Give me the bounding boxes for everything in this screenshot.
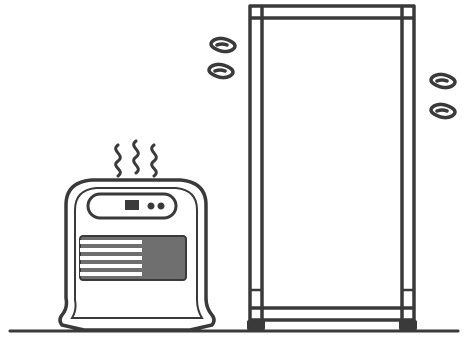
- heat-waves-icon: [116, 141, 157, 176]
- cabinet-panel: [262, 18, 402, 308]
- condensation-droplets-icon: [431, 74, 455, 117]
- heater-grille: [80, 236, 186, 280]
- heater-button-2: [158, 203, 165, 210]
- heater-display: [125, 200, 139, 210]
- heater-button-1: [148, 203, 155, 210]
- kerosene-heater-icon: [60, 180, 214, 330]
- tall-cabinet-icon: [250, 6, 414, 320]
- cabinet-outer-frame: [250, 6, 414, 320]
- condensation-droplets-icon: [209, 38, 235, 77]
